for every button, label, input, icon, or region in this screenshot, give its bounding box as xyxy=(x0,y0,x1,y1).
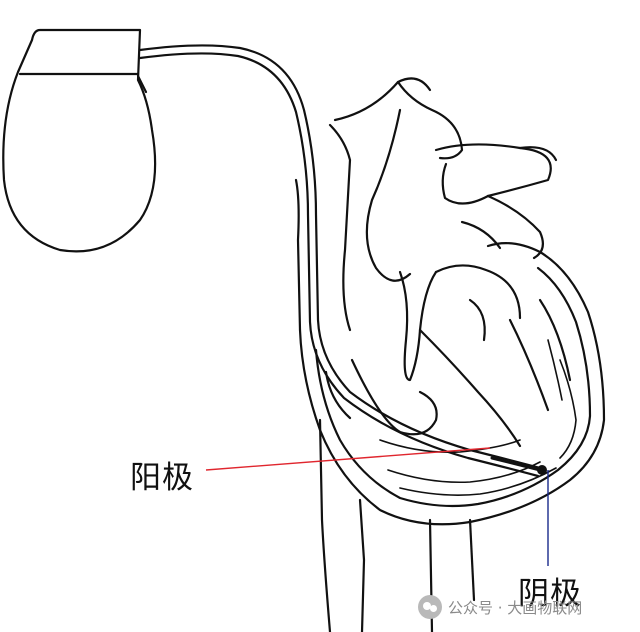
pacing-lead xyxy=(138,44,542,478)
anode-leader-line xyxy=(205,447,491,471)
heart-outline xyxy=(298,241,606,526)
wechat-icon xyxy=(418,595,442,619)
watermark-text: 公众号 · 大画物联网 xyxy=(448,598,583,617)
ventricle-detail xyxy=(379,339,577,496)
pacemaker-generator xyxy=(2,28,157,253)
anode-label: 阳极 xyxy=(130,460,194,496)
cathode-label: 阴极 xyxy=(518,576,582,612)
lead-tip-electrode xyxy=(490,456,547,475)
watermark: 公众号 · 大画物联网 xyxy=(418,594,582,620)
inferior-vessels xyxy=(318,418,476,632)
